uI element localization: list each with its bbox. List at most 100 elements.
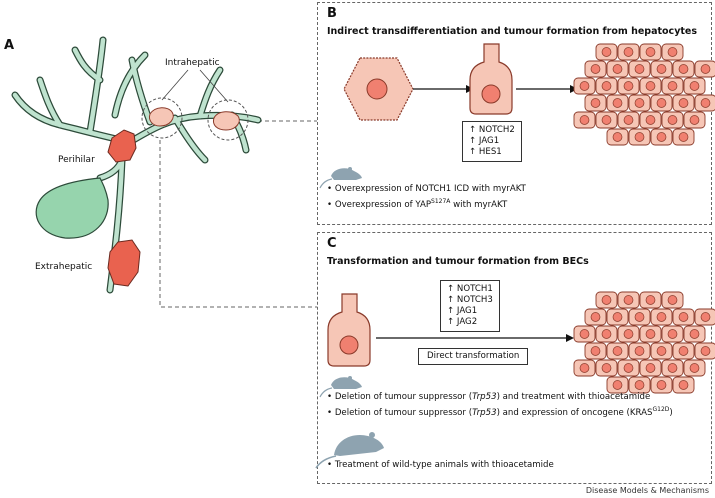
bec-cell — [327, 293, 371, 367]
tumour-cell-nucleus — [678, 380, 689, 390]
panel-b-letter: B — [327, 6, 337, 21]
tumour-cell-nucleus — [678, 132, 689, 142]
tumour-cell-nucleus — [601, 363, 612, 373]
tumour-cell-nucleus — [590, 312, 601, 322]
tumour-cell-nucleus — [700, 98, 711, 108]
panel-b-marker-box: ↑ NOTCH2 ↑ JAG1 ↑ HES1 — [462, 121, 522, 162]
tumour-cell-nucleus — [634, 132, 645, 142]
panel-b-title: Indirect transdifferentiation and tumour… — [327, 26, 698, 37]
model-c-2: • Deletion of tumour suppressor (Trp53) … — [327, 405, 673, 418]
tumour-cell-nucleus — [667, 363, 678, 373]
tumour-cell-nucleus — [656, 64, 667, 74]
tumour-cell-nucleus — [645, 81, 656, 91]
perihilar-label: Perihilar — [58, 155, 95, 165]
tumour-cell-nucleus — [700, 312, 711, 322]
marker-jag1-c: ↑ JAG1 — [447, 306, 478, 316]
tumour-cell-nucleus — [700, 346, 711, 356]
tumour-cell-nucleus — [634, 98, 645, 108]
panel-c-mouse-model-list: • Deletion of tumour suppressor (Trp53) … — [327, 391, 673, 419]
tumour-cell-nucleus — [645, 47, 656, 57]
marker-notch1: ↑ NOTCH1 — [447, 284, 493, 294]
tumour-cell-nucleus — [612, 64, 623, 74]
direct-transformation-box: Direct transformation — [418, 348, 529, 365]
panel-a-letter: A — [4, 38, 15, 53]
panel-b-frame — [317, 2, 712, 225]
tumour-cell-nucleus — [634, 380, 645, 390]
tumour-cell-nucleus — [645, 329, 656, 339]
marker-hes1: ↑ HES1 — [469, 147, 502, 157]
tumour-cell-nucleus — [656, 380, 667, 390]
tumour-cell-nucleus — [656, 346, 667, 356]
marker-jag1: ↑ JAG1 — [469, 136, 500, 146]
rat-model-text: • Treatment of wild-type animals with th… — [327, 460, 554, 470]
tumour-cell-nucleus — [579, 363, 590, 373]
model-c-1: • Deletion of tumour suppressor (Trp53) … — [327, 392, 651, 402]
tumour-cell-nucleus — [678, 312, 689, 322]
model-b-1: • Overexpression of NOTCH1 ICD with myrA… — [327, 184, 526, 194]
intrahepatic-tumour-1 — [149, 107, 174, 127]
tumour-cell-nucleus — [579, 115, 590, 125]
extrahepatic-tumour — [107, 239, 141, 287]
tumour-cell-nucleus — [667, 81, 678, 91]
tumour-cell-nucleus — [623, 81, 634, 91]
tumour-cell-nucleus — [645, 295, 656, 305]
tumour-cell-nucleus — [579, 81, 590, 91]
tumour-cell-nucleus — [623, 115, 634, 125]
panel-c-title: Transformation and tumour formation from… — [327, 256, 589, 267]
tumour-cell-nucleus — [678, 64, 689, 74]
tumour-cell-nucleus — [700, 64, 711, 74]
tumour-cell-nucleus — [601, 115, 612, 125]
tumour-cell-nucleus — [645, 363, 656, 373]
intrahepatic-label: Intrahepatic — [165, 58, 220, 68]
tumour-cell-nucleus — [634, 346, 645, 356]
transitional-cell — [469, 43, 513, 115]
panel-c-marker-box: ↑ NOTCH1 ↑ NOTCH3 ↑ JAG1 ↑ JAG2 — [440, 280, 500, 332]
tumour-cell-nucleus — [656, 98, 667, 108]
tumour-cell-nucleus — [689, 329, 700, 339]
tumour-cell-nucleus — [634, 64, 645, 74]
tumour-cell-nucleus — [623, 47, 634, 57]
tumour-cell-nucleus — [601, 329, 612, 339]
tumour-cell-nucleus — [590, 64, 601, 74]
tumour-cell-nucleus — [667, 47, 678, 57]
footer-credit: Disease Models & Mechanisms — [585, 486, 709, 495]
tumour-cell-nucleus — [590, 98, 601, 108]
tumour-cell-nucleus — [678, 346, 689, 356]
perihilar-tumour — [107, 129, 137, 163]
tumour-cell-nucleus — [601, 81, 612, 91]
tumour-cell-nucleus — [623, 295, 634, 305]
marker-notch3: ↑ NOTCH3 — [447, 295, 493, 305]
panel-c-letter: C — [327, 236, 337, 251]
extrahepatic-label: Extrahepatic — [35, 262, 93, 272]
tumour-cell-nucleus — [667, 329, 678, 339]
tumour-cell-nucleus — [579, 329, 590, 339]
tumour-cell-nucleus — [678, 98, 689, 108]
tumour-cell-nucleus — [656, 312, 667, 322]
tumour-cell-nucleus — [689, 363, 700, 373]
tumour-cell-nucleus — [612, 132, 623, 142]
tumour-cell-nucleus — [601, 47, 612, 57]
model-b-2: • Overexpression of YAPS127A with myrAKT — [327, 197, 508, 210]
tumour-cell-nucleus — [612, 380, 623, 390]
tumour-cell-nucleus — [689, 115, 700, 125]
marker-notch2: ↑ NOTCH2 — [469, 125, 515, 135]
gallbladder — [35, 177, 109, 239]
tumour-cell-nucleus — [612, 98, 623, 108]
panel-b-model-list: • Overexpression of NOTCH1 ICD with myrA… — [327, 183, 526, 211]
tumour-cell-nucleus — [601, 295, 612, 305]
intrahepatic-tumour-2 — [213, 111, 240, 131]
tumour-cell-nucleus — [623, 329, 634, 339]
tumour-cell-nucleus — [667, 115, 678, 125]
tumour-cell-nucleus — [612, 312, 623, 322]
tumour-cell-nucleus — [656, 132, 667, 142]
tumour-cell-nucleus — [612, 346, 623, 356]
